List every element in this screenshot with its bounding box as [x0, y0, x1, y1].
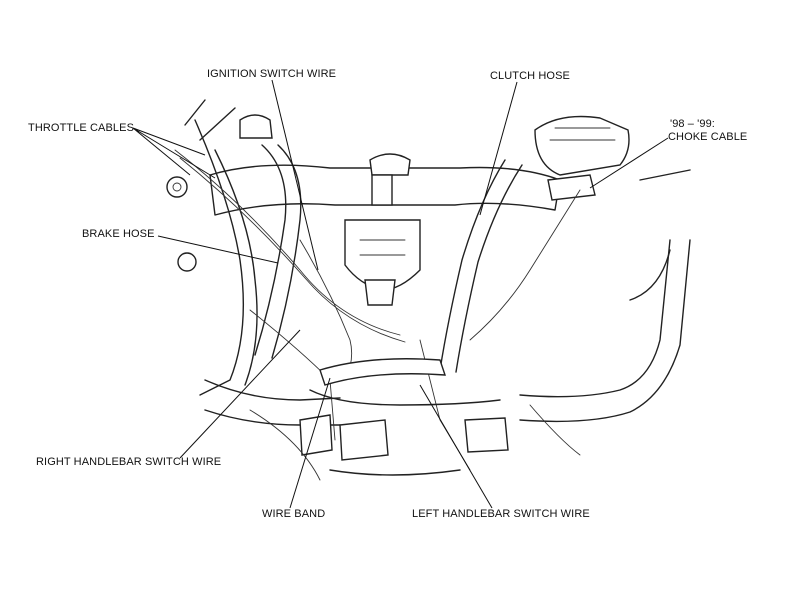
throttle-cable-2: [179, 157, 406, 343]
throttle-housing: [239, 114, 273, 139]
ignition-connector: [364, 279, 396, 306]
clutch-master-cylinder: [534, 115, 630, 176]
ignition-cap: [369, 153, 411, 176]
leader-choke: [589, 137, 669, 189]
label-brake-hose: BRAKE HOSE: [82, 228, 155, 240]
clutch-hose-drawing: [439, 159, 506, 371]
right-fork-outline: [194, 119, 245, 396]
left-bar-outline: [519, 239, 671, 398]
label-choke-cable-line2: CHOKE CABLE: [668, 131, 748, 143]
label-right-handlebar-switch-wire: RIGHT HANDLEBAR SWITCH WIRE: [36, 456, 222, 468]
leader-clutch: [479, 81, 518, 216]
leader-lines: [132, 79, 669, 509]
label-choke-cable-line1: '98 – '99:: [670, 118, 715, 130]
wire-band-drawing: [319, 358, 446, 386]
leader-throttle: [132, 127, 216, 179]
ignition-key: [371, 174, 393, 206]
label-throttle-cables: THROTTLE CABLES: [28, 122, 135, 134]
left-bolt: [166, 176, 188, 198]
leader-right-switch: [179, 329, 301, 459]
choke-cable-drawing: [469, 189, 581, 341]
leader-ignition: [271, 79, 319, 271]
left-lower-bolt: [177, 252, 197, 272]
brake-hose-drawing: [254, 144, 287, 356]
label-wire-band: WIRE BAND: [262, 508, 326, 520]
throttle-cable-1: [174, 149, 401, 336]
leader-brake: [157, 235, 279, 264]
label-clutch-hose: CLUTCH HOSE: [490, 70, 570, 82]
leader-left-switch: [419, 384, 493, 509]
label-left-handlebar-switch-wire: LEFT HANDLEBAR SWITCH WIRE: [412, 508, 590, 520]
label-ignition-switch-wire: IGNITION SWITCH WIRE: [207, 68, 337, 80]
leader-wire-band: [289, 377, 331, 509]
